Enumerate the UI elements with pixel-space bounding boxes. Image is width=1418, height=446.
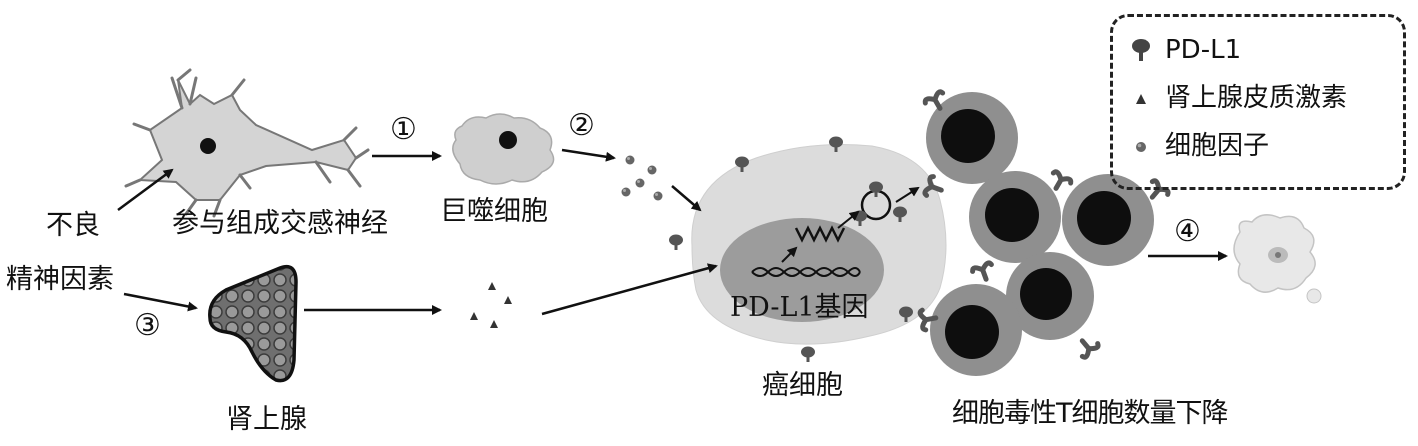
- legend-label-pd-l1: PD-L1: [1165, 35, 1242, 65]
- macrophage-label: 巨噬细胞: [440, 196, 548, 227]
- hormone-cluster: [470, 282, 512, 328]
- adrenal-gland-illustration: [208, 264, 298, 383]
- legend-label-cytokine: 细胞因子: [1165, 131, 1270, 161]
- arrow-bad-to-nerve: [117, 168, 174, 212]
- arrow-factor-to-adrenal: [123, 292, 198, 312]
- cytokine-icon: [1136, 142, 1146, 152]
- arrow-hormone-to-cancer: [541, 263, 718, 316]
- arrow-macrophage-to-cytokine: [561, 148, 616, 162]
- step-4-label: ④: [1174, 214, 1201, 249]
- flow-arrows: [117, 148, 1228, 316]
- t-cell-decline-label: 细胞毒性T细胞数量下降: [952, 398, 1228, 429]
- cancer-cell-label: 癌细胞: [762, 370, 843, 401]
- step-3-label: ③: [134, 308, 161, 343]
- cancer-cell-illustration: [669, 136, 947, 362]
- adrenal-label: 肾上腺: [226, 404, 307, 435]
- step-1-label: ①: [390, 112, 417, 147]
- dna-helix: [751, 267, 861, 277]
- bad-factor-label-line1: 不良: [46, 210, 100, 241]
- hormone-icon: [1136, 94, 1146, 104]
- dying-t-cell: [1233, 214, 1322, 304]
- nerve-label: 参与组成交感神经: [172, 208, 388, 239]
- legend-box: PD-L1 肾上腺皮质激素 细胞因子: [1110, 14, 1406, 190]
- macrophage-illustration: [452, 113, 555, 185]
- t-cell-cluster: [920, 91, 1170, 376]
- mrna-squiggle: [794, 225, 846, 243]
- legend-label-hormone: 肾上腺皮质激素: [1165, 83, 1348, 113]
- neuron-illustration: [124, 68, 370, 218]
- bad-factor-label-line2: 精神因素: [6, 264, 114, 295]
- arrow-cytokine-to-cancer: [671, 185, 702, 212]
- cytokine-cluster: [621, 155, 663, 201]
- step-2-label: ②: [568, 108, 595, 143]
- pd-l1-icon: [1132, 39, 1150, 61]
- pd-l1-gene-label: PD-L1基因: [730, 292, 869, 323]
